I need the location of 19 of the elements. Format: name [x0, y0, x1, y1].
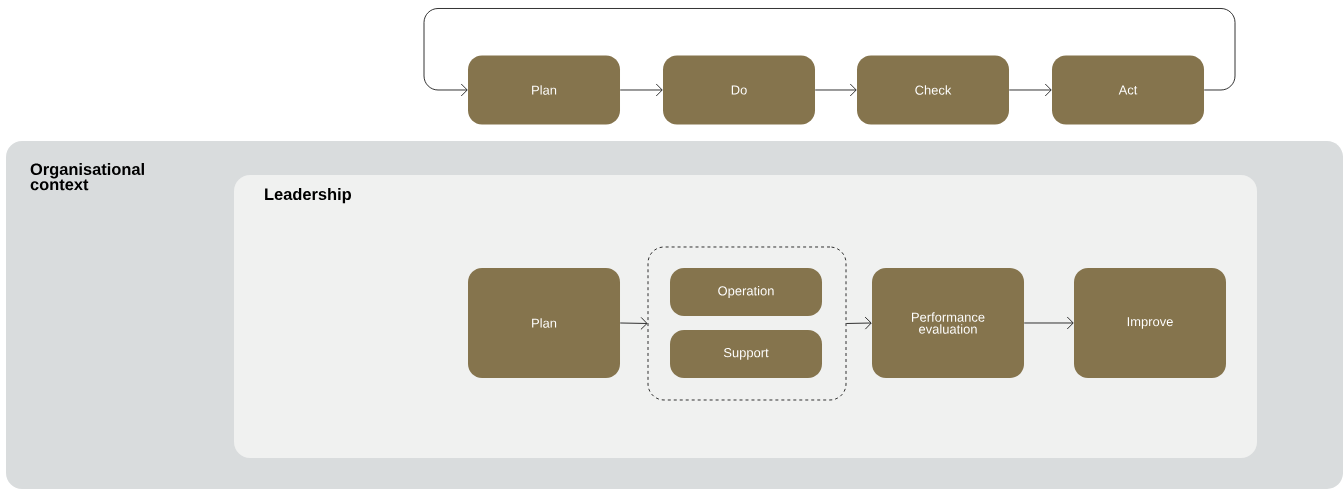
process-box: Plan — [468, 268, 620, 378]
arrow — [846, 316, 872, 330]
arrow — [619, 83, 663, 97]
process-box: Support — [670, 330, 822, 378]
process-box: Do — [663, 55, 815, 125]
process-box: Improve — [1074, 268, 1226, 378]
process-box: Plan — [468, 55, 620, 125]
process-box: Act — [1052, 55, 1204, 125]
process-box: Performance evaluation — [872, 268, 1024, 378]
arrow — [423, 8, 1236, 97]
arrow — [1008, 83, 1052, 97]
heading: Leadership — [265, 188, 351, 204]
process-box: Check — [857, 55, 1009, 125]
arrow — [814, 83, 857, 97]
dashed-group-box — [647, 246, 847, 401]
heading: Organisational context — [30, 163, 144, 191]
arrow — [1023, 316, 1074, 330]
arrow — [619, 317, 648, 330]
process-box: Operation — [670, 268, 822, 316]
